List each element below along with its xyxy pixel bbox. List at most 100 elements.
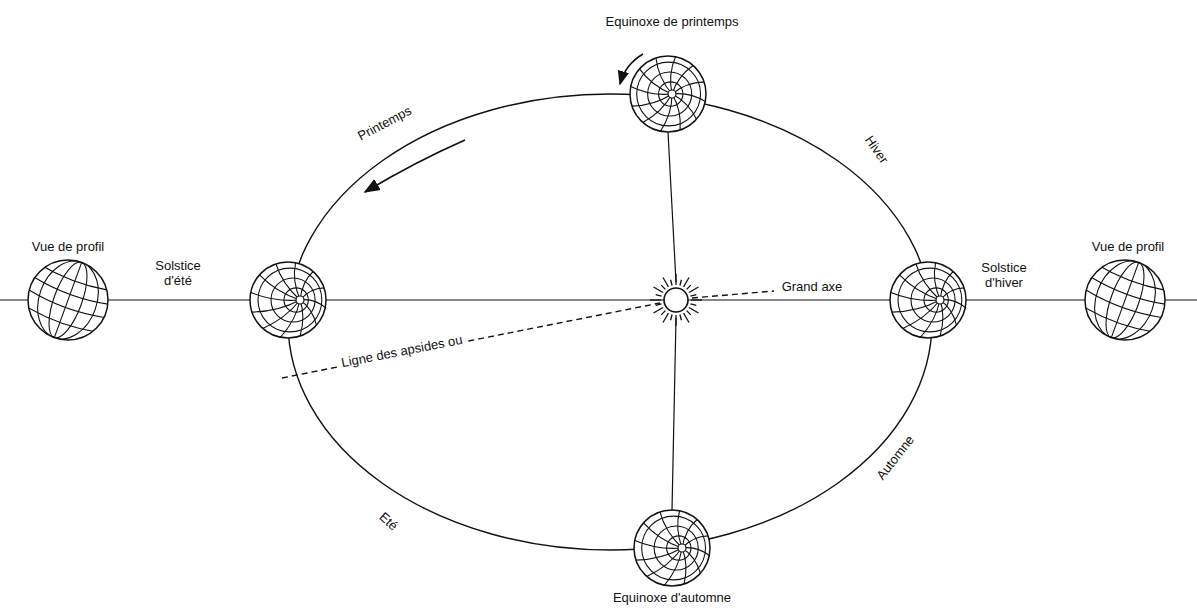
sun-ray xyxy=(687,311,691,315)
meridian-line xyxy=(672,66,693,94)
sun-ray xyxy=(661,311,665,315)
axis-line xyxy=(1111,262,1138,337)
globe-fill xyxy=(250,262,326,338)
orbit-label: Solstice d'hiver xyxy=(971,261,1037,291)
meridian-line xyxy=(664,548,682,585)
globe-fill xyxy=(1085,260,1165,340)
orbit-label: Grand axe xyxy=(780,280,845,295)
globe-fill xyxy=(890,262,966,338)
apsides-line xyxy=(692,291,774,298)
earth-globe xyxy=(890,262,966,338)
meridian-line xyxy=(300,300,303,336)
orbit-label: Printemps xyxy=(354,103,416,146)
meridian-line xyxy=(263,300,300,328)
sun-ray xyxy=(675,315,676,326)
latitude-line xyxy=(1089,277,1166,308)
globe-outline xyxy=(890,262,966,338)
meridian-line xyxy=(636,548,682,560)
globe-fill xyxy=(630,56,706,132)
meridian-line xyxy=(260,275,300,300)
sun-ray xyxy=(661,285,665,289)
globe-fill xyxy=(28,260,108,340)
pole-mark xyxy=(668,90,676,98)
meridian-line xyxy=(1084,253,1165,348)
meridian-line xyxy=(891,292,940,300)
meridian-line xyxy=(656,58,672,94)
meridian-line xyxy=(251,292,300,300)
sun-ray xyxy=(671,280,673,286)
pole-mark xyxy=(296,296,304,304)
meridian-line xyxy=(682,520,697,548)
meridian-line xyxy=(640,69,672,94)
globe-grid xyxy=(635,511,709,585)
meridian-line xyxy=(934,263,940,300)
pole-mark xyxy=(936,296,944,304)
sun-ray xyxy=(675,274,676,285)
sun-ray xyxy=(690,304,696,306)
globe-grid xyxy=(631,57,705,131)
meridian-line xyxy=(672,82,704,94)
orbit-label: Eté xyxy=(374,509,401,536)
sun-ray xyxy=(663,313,669,323)
orbit-label: Ligne des apsides ou xyxy=(338,333,465,372)
sun-ray xyxy=(671,314,673,320)
meridian-line xyxy=(940,300,943,336)
latitude-line xyxy=(28,290,105,321)
sun-ray xyxy=(687,285,691,289)
sun-ray xyxy=(653,308,663,314)
sun-disc xyxy=(664,288,688,312)
sun-symbol xyxy=(650,274,702,326)
sun-ray xyxy=(691,299,702,300)
globe-outline xyxy=(1085,260,1165,340)
sun-ray xyxy=(680,314,682,320)
meridian-line xyxy=(643,94,672,122)
sun-ray xyxy=(656,295,662,297)
apsides-line xyxy=(282,303,660,378)
sun-ray xyxy=(689,287,699,293)
globe-outline xyxy=(250,262,326,338)
globe-grid xyxy=(17,249,120,352)
axis-line xyxy=(54,262,81,337)
sun-ray xyxy=(689,308,699,314)
meridian-line xyxy=(903,300,940,328)
meridian-line xyxy=(682,548,700,573)
sun-ray xyxy=(684,313,690,323)
meridian-line xyxy=(940,272,953,300)
meridian-line xyxy=(920,300,940,337)
orbit-label: Vue de profil xyxy=(1090,240,1167,255)
sun-ray xyxy=(650,299,661,300)
sun-ray xyxy=(690,295,696,297)
globe-grid xyxy=(251,263,325,337)
orbit-label: Equinoxe d'automne xyxy=(611,591,733,606)
latitude-line xyxy=(1085,290,1162,321)
earth-globe-profile xyxy=(1074,249,1177,352)
meridian-line xyxy=(671,57,676,94)
orbit-label: Solstice d'été xyxy=(145,259,211,289)
sun-ray xyxy=(653,287,663,293)
globe-outline xyxy=(634,510,710,586)
meridian-line xyxy=(644,523,682,548)
meridian-line xyxy=(280,300,300,337)
meridian-line xyxy=(632,94,672,106)
globe-outline xyxy=(630,56,706,132)
meridian-line xyxy=(647,548,682,576)
meridian-line xyxy=(892,300,940,312)
orbit-ellipse xyxy=(288,94,932,550)
equinox-line xyxy=(672,318,676,510)
meridian-line xyxy=(635,540,682,548)
earth-globe-profile xyxy=(17,249,120,352)
meridian-line xyxy=(916,264,940,300)
globe-grid xyxy=(891,263,965,337)
meridian-line xyxy=(672,94,696,119)
meridian-line xyxy=(682,548,686,584)
orbit-label: Equinoxe de printemps xyxy=(604,15,741,30)
orbit-label: Automne xyxy=(873,431,919,484)
meridian-line xyxy=(900,275,940,300)
sun-ray xyxy=(663,277,669,287)
earth-globe xyxy=(630,56,706,132)
ecliptic-line xyxy=(0,299,1197,300)
sun-ray xyxy=(656,304,662,306)
meridian-line xyxy=(27,253,108,348)
